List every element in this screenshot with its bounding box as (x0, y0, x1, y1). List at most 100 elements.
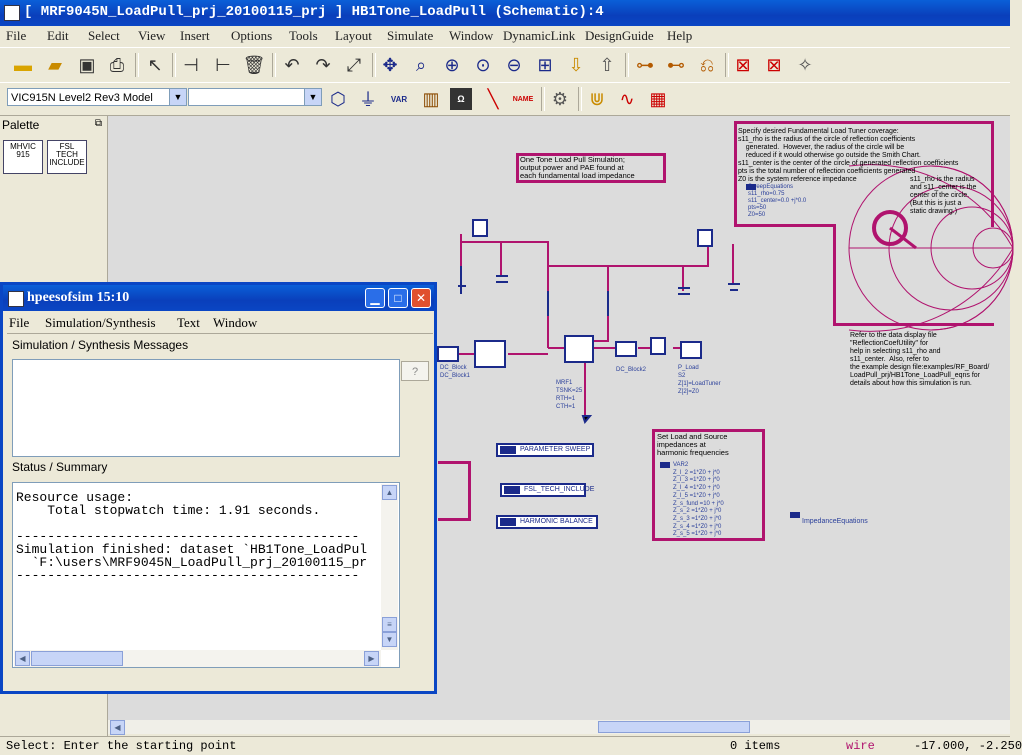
zoom-area-icon[interactable]: ⌕ (415, 54, 427, 75)
menu-simulate[interactable]: Simulate (387, 28, 434, 43)
scroll-right-icon[interactable]: ▶ (364, 651, 379, 666)
scroll-thumb[interactable] (31, 651, 123, 666)
var-icon[interactable]: VAR (390, 94, 408, 104)
zoom-in-icon[interactable]: ⊕ (444, 54, 460, 75)
note-harmonic: Set Load and Source impedances at harmon… (657, 432, 729, 457)
status-horizontal-scrollbar[interactable]: ◀ ▶ (14, 650, 381, 667)
component-mirror-icon[interactable]: ⎌ (699, 54, 715, 75)
zoom-point-icon[interactable]: ⊙ (475, 54, 491, 75)
save-icon[interactable]: ▣ (78, 54, 96, 75)
menu-tools[interactable]: Tools (289, 28, 318, 43)
tuner-vars: SweepEquations s11_rho=0.75 s11_center=0… (748, 184, 807, 218)
move-icon[interactable]: ✥ (382, 54, 398, 75)
var-block-icon (746, 184, 756, 190)
app-icon[interactable] (4, 5, 20, 21)
redo-icon[interactable]: ↷ (315, 54, 331, 75)
menu-layout[interactable]: Layout (335, 28, 372, 43)
open-folder-icon[interactable]: ▰ (48, 54, 62, 75)
dialog-menu-window[interactable]: Window (213, 315, 258, 330)
minimize-icon[interactable]: ▁ (365, 288, 385, 308)
chevron-down-icon[interactable]: ▼ (304, 89, 321, 105)
palette-item-mhvic915[interactable]: MHVIC 915 (3, 140, 43, 174)
parameter-sweep-label: PARAMETER SWEEP (520, 446, 591, 453)
harmonic-vars: VAR2 Z_l_2 =1*Z0 + j*0 Z_l_3 =1*Z0 + j*0… (673, 462, 724, 538)
simulate-gear-icon[interactable]: ⚙ (551, 88, 569, 109)
window-title-bar[interactable]: [ MRF9045N_LoadPull_prj_20100115_prj ] H… (0, 0, 1010, 26)
restore-icon[interactable]: ⧉ (94, 118, 102, 129)
dc-block1-label: DC_Block DC_Block1 (440, 365, 471, 379)
port-icon[interactable]: ⬡ (330, 88, 346, 109)
dialog-title-bar[interactable]: hpeesofsim 15:10 ▁ □ ✕ (3, 285, 434, 311)
wire-tool-icon[interactable]: ╲ (487, 88, 499, 109)
dialog-app-icon[interactable] (8, 291, 24, 307)
menu-designguide[interactable]: DesignGuide (585, 28, 654, 43)
maximize-icon[interactable]: □ (388, 288, 408, 308)
canvas-horizontal-scrollbar[interactable]: ◀ (108, 720, 1010, 735)
toolbar-separator (272, 53, 276, 77)
schematic-drawing (437, 164, 1014, 425)
menu-options[interactable]: Options (231, 28, 273, 43)
deactivate-icon[interactable]: ⊠ (735, 54, 751, 75)
scroll-thumb[interactable] (598, 721, 750, 733)
component-rotate-icon[interactable]: ⊷ (667, 54, 685, 75)
note-box-tuner (734, 121, 994, 227)
menu-insert[interactable]: Insert (180, 28, 210, 43)
undo-icon[interactable]: ↶ (284, 54, 300, 75)
bar-chart-icon[interactable]: ▥ (422, 88, 440, 109)
menu-bar: File Edit Select View Insert Options Too… (0, 26, 1010, 46)
scroll-down-icon[interactable]: ▼ (382, 632, 397, 647)
scroll-up-icon[interactable]: ▲ (382, 485, 397, 500)
dialog-menu-text[interactable]: Text (177, 315, 200, 330)
hb-icon (500, 518, 516, 526)
stretch-icon[interactable]: ⤢ (346, 54, 362, 75)
menu-help[interactable]: Help (667, 28, 693, 43)
dialog-menu-simulation[interactable]: Simulation/Synthesis (45, 315, 156, 330)
tuning-icon[interactable]: ⋓ (589, 88, 605, 109)
menu-window[interactable]: Window (449, 28, 494, 43)
layout-window-icon[interactable]: ▦ (649, 88, 667, 109)
toolbar-separator (578, 87, 582, 111)
name-tool-icon[interactable]: NAME (512, 95, 534, 103)
library-combo[interactable]: VIC915N Level2 Rev3 Model ▼ (7, 88, 187, 106)
parameter-sweep-block[interactable]: PARAMETER SWEEP (496, 443, 594, 457)
status-vertical-scrollbar[interactable]: ▲ ≡ ▼ (381, 484, 398, 650)
scroll-left-icon[interactable]: ◀ (110, 720, 125, 735)
align-right-icon[interactable]: ⊢ (215, 54, 231, 75)
dialog-menu-file[interactable]: File (9, 315, 30, 330)
new-folder-icon[interactable]: ▬ (14, 54, 32, 75)
component-wire-icon[interactable]: ⊶ (636, 54, 654, 75)
help-button[interactable]: ? (401, 361, 429, 381)
fsl-tech-include-block[interactable]: FSL_TECH_INCLUDE (500, 483, 594, 497)
align-left-icon[interactable]: ⊣ (183, 54, 199, 75)
status-summary-panel[interactable]: Resource usage: Total stopwatch time: 1.… (12, 482, 400, 668)
menu-view[interactable]: View (138, 28, 166, 43)
menu-file[interactable]: File (6, 28, 27, 43)
close-icon[interactable]: ✕ (411, 288, 431, 308)
magic-wand-icon[interactable]: ✧ (797, 54, 813, 75)
select-arrow-icon[interactable]: ↖ (147, 54, 163, 75)
status-summary-text: Resource usage: Total stopwatch time: 1.… (16, 490, 368, 583)
data-display-icon[interactable]: ∿ (619, 88, 635, 109)
eq-icon[interactable]: Ω (450, 88, 472, 110)
sim-messages-panel[interactable] (12, 359, 400, 457)
print-icon[interactable]: ⎙ (109, 54, 125, 75)
push-into-hierarchy-icon[interactable]: ⇩ (568, 54, 584, 75)
menu-dynamiclink[interactable]: DynamicLink (503, 28, 576, 43)
palette-item-fsl-tech-include[interactable]: FSL TECH INCLUDE (47, 140, 87, 174)
impedance-equations-label: ImpedanceEquations (802, 518, 868, 525)
scroll-thumb[interactable]: ≡ (382, 617, 397, 632)
menu-select[interactable]: Select (88, 28, 120, 43)
toolbar-separator (372, 53, 376, 77)
component-combo[interactable]: ▼ (188, 88, 322, 106)
note-box-partial (438, 461, 471, 521)
fit-view-icon[interactable]: ⊞ (537, 54, 553, 75)
short-icon[interactable]: ⊠ (766, 54, 782, 75)
menu-edit[interactable]: Edit (47, 28, 69, 43)
delete-trash-icon[interactable]: 🗑 (242, 54, 266, 75)
chevron-down-icon[interactable]: ▼ (169, 89, 186, 105)
zoom-out-icon[interactable]: ⊖ (506, 54, 522, 75)
harmonic-balance-block[interactable]: HARMONIC BALANCE (496, 515, 598, 529)
scroll-left-icon[interactable]: ◀ (15, 651, 30, 666)
pop-out-hierarchy-icon[interactable]: ⇧ (599, 54, 615, 75)
ground-icon[interactable]: ⏚ (359, 90, 377, 110)
